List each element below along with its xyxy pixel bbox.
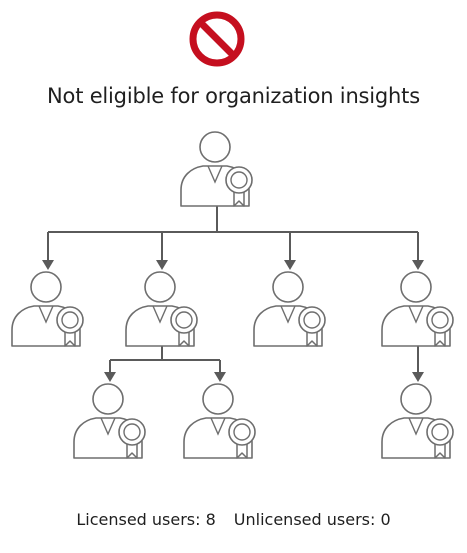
connector-arrow — [156, 260, 168, 270]
person-head — [400, 383, 432, 415]
license-summary: Licensed users: 8 Unlicensed users: 0 — [0, 510, 467, 529]
license-badge-icon — [228, 418, 256, 459]
connector-arrow — [104, 372, 116, 382]
licensed-user-icon — [73, 383, 146, 459]
person-collar — [100, 417, 116, 436]
badge-inner-ring — [175, 311, 193, 329]
unlicensed-users-count: Unlicensed users: 0 — [233, 510, 391, 529]
person-collar — [207, 165, 223, 184]
person-head — [202, 383, 234, 415]
badge-inner-ring — [431, 311, 449, 329]
connector-arrow — [412, 372, 424, 382]
person-collar — [38, 305, 54, 324]
connector-arrow — [412, 260, 424, 270]
licensed-user-icon — [180, 131, 253, 207]
licensed-user-icon — [253, 271, 326, 347]
licensed-users-count: Licensed users: 8 — [76, 510, 216, 529]
prohibited-icon-slash — [197, 19, 237, 59]
licensed-user-icon — [381, 383, 454, 459]
licensed-user-icon — [183, 383, 256, 459]
org-chart-people — [11, 131, 454, 459]
badge-inner-ring — [230, 171, 248, 189]
license-badge-icon — [170, 306, 198, 347]
person-head — [144, 271, 176, 303]
prohibited-icon — [189, 11, 245, 67]
badge-inner-ring — [233, 423, 251, 441]
person-collar — [280, 305, 296, 324]
license-badge-icon — [426, 418, 454, 459]
licensed-user-icon — [381, 271, 454, 347]
person-collar — [152, 305, 168, 324]
license-badge-icon — [298, 306, 326, 347]
badge-inner-ring — [123, 423, 141, 441]
person-head — [199, 131, 231, 163]
connector-arrow — [284, 260, 296, 270]
license-badge-icon — [225, 166, 253, 207]
license-badge-icon — [56, 306, 84, 347]
person-collar — [408, 305, 424, 324]
licensed-user-icon — [11, 271, 84, 347]
person-collar — [210, 417, 226, 436]
org-chart-connectors — [42, 206, 424, 382]
badge-inner-ring — [431, 423, 449, 441]
connector-arrow — [214, 372, 226, 382]
person-head — [92, 383, 124, 415]
person-head — [272, 271, 304, 303]
connector-arrow — [42, 260, 54, 270]
ineligible-message: Not eligible for organization insights — [47, 84, 420, 108]
licensed-user-icon — [125, 271, 198, 347]
person-head — [30, 271, 62, 303]
person-head — [400, 271, 432, 303]
badge-inner-ring — [61, 311, 79, 329]
badge-inner-ring — [303, 311, 321, 329]
person-collar — [408, 417, 424, 436]
license-badge-icon — [118, 418, 146, 459]
license-badge-icon — [426, 306, 454, 347]
